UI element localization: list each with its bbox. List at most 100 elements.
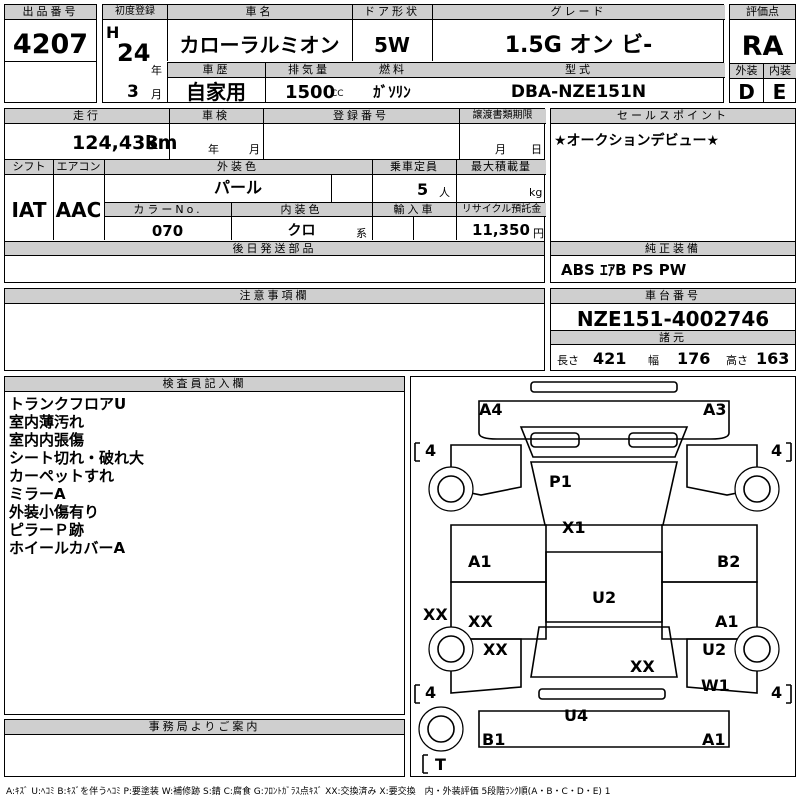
tire-rear-left: 4 — [425, 683, 437, 702]
inspection-month-unit: 月 — [249, 143, 260, 156]
import-label: 輸入車 — [373, 203, 456, 217]
chassis-label: 車台番号 — [551, 289, 795, 304]
damage-mark: P1 — [549, 472, 572, 491]
inspector-note: 室内内張傷 — [9, 431, 85, 449]
ac: AAC — [55, 198, 102, 222]
damage-mark: W1 — [701, 676, 730, 695]
car-outline-diagram — [414, 381, 792, 774]
inspector-box: 検査員記入欄 トランクフロアU 室内薄汚れ 室内内張傷 シート切れ・破れ大 カー… — [4, 376, 405, 715]
first-reg-label: 初度登録 — [103, 5, 167, 20]
sales-point: ★オークションデビュー★ — [554, 133, 720, 149]
vehicle-info-box: 初度登録 車名 ドア形状 グレード H 24 年 カローラルミオン 5W 1.5… — [102, 4, 725, 103]
transfer-label: 譲渡書類期限 — [459, 109, 546, 124]
inspector-note: 室内薄汚れ — [9, 413, 85, 431]
lot-number-label: 出品番号 — [5, 5, 96, 20]
yen-unit: 円 — [533, 227, 544, 240]
damage-mark: B1 — [482, 730, 506, 749]
damage-mark: A4 — [479, 400, 503, 419]
damage-mark: XX — [423, 605, 448, 624]
series-unit: 系 — [356, 227, 367, 240]
transfer-day-unit: 日 — [531, 143, 542, 156]
recycle-label: リサイクル預託金 — [457, 203, 546, 217]
sales-point-box: セールスポイント ★オークションデビュー★ 純正装備 ABS ｴｱB PS PW — [550, 108, 796, 283]
int-grade: E — [772, 80, 787, 104]
score-label: 評価点 — [730, 5, 795, 20]
spec-label: 諸元 — [551, 331, 795, 345]
cc-unit: CC — [331, 89, 344, 99]
notice-box: 注意事項欄 — [4, 288, 545, 371]
mileage: 124,433 — [72, 132, 159, 154]
tire-spare: T — [435, 755, 446, 774]
inspector-note: 外装小傷有り — [9, 503, 100, 521]
lot-number-box: 出品番号 4207 — [4, 4, 97, 103]
door: 5W — [374, 33, 410, 57]
reg-month: 3 — [127, 82, 139, 102]
equipment-label: 純正装備 — [551, 242, 795, 256]
load-label: 最大積載量 — [456, 160, 546, 175]
ext-label: 外装 — [730, 64, 763, 79]
damage-mark: A1 — [468, 552, 492, 571]
tire-front-right: 4 — [771, 441, 783, 460]
office-box: 事務局よりご案内 — [4, 719, 405, 777]
inspector-note: ミラーA — [9, 485, 66, 503]
door-label: ドア形状 — [352, 5, 432, 20]
score: RA — [741, 31, 784, 62]
width-label: 幅 — [648, 354, 659, 367]
car-name: カローラルミオン — [179, 33, 340, 57]
inspection-label: 車検 — [169, 109, 263, 124]
color-no: 070 — [151, 222, 184, 240]
damage-mark: U2 — [592, 588, 617, 607]
fuel-label: 燃料 — [353, 63, 433, 78]
kg-unit: kg — [529, 186, 543, 199]
history-label: 車歴 — [168, 63, 265, 78]
inspector-note: ホイールカバーA — [9, 539, 126, 557]
damage-mark: A1 — [715, 612, 739, 631]
capacity-label: 乗車定員 — [372, 160, 456, 175]
damage-mark: XX — [630, 657, 655, 676]
ext-grade: D — [738, 80, 755, 104]
interior-color: クロ — [287, 223, 316, 239]
tire-rear-right: 4 — [771, 683, 783, 702]
month-unit: 月 — [151, 88, 162, 101]
damage-mark: U4 — [564, 706, 589, 725]
mileage-label: 走行 — [5, 109, 169, 124]
length-label: 長さ — [557, 354, 579, 367]
notice-label: 注意事項欄 — [5, 289, 544, 304]
model: DBA-NZE151N — [510, 82, 647, 102]
int-label: 内装 — [763, 64, 796, 79]
reg-year: 24 — [117, 39, 151, 67]
equipment: ABS ｴｱB PS PW — [561, 261, 687, 279]
grade: 1.5G オン ビ- — [504, 33, 653, 58]
inspection-year-unit: 年 — [208, 143, 219, 156]
damage-mark: A1 — [702, 730, 726, 749]
damage-diagram: A4 A3 P1 X1 A1 B2 U2 XX XX A1 XX U2 XX W… — [410, 376, 796, 777]
sales-point-label: セールスポイント — [551, 109, 795, 124]
inspector-note: ピラーＰ跡 — [9, 521, 85, 539]
year-unit: 年 — [151, 64, 162, 77]
legend: A:ｷｽﾞ U:ﾍｺﾐ B:ｷｽﾞを伴うﾍｺﾐ P:要塗装 W:補修跡 S:錆 … — [6, 787, 611, 797]
displacement: 1500 — [285, 82, 336, 103]
damage-mark: XX — [468, 612, 493, 631]
shift: IAT — [11, 198, 47, 222]
damage-mark: A3 — [703, 400, 727, 419]
width: 176 — [677, 349, 711, 368]
km-unit: km — [145, 132, 178, 154]
damage-mark: X1 — [562, 518, 586, 537]
damage-mark: U2 — [702, 640, 727, 659]
chassis-number: NZE151-4002746 — [576, 307, 770, 331]
tire-front-left: 4 — [425, 441, 437, 460]
inspector-notes: トランクフロアU 室内薄汚れ 室内内張傷 シート切れ・破れ大 カーペットすれ ミ… — [9, 395, 144, 557]
color: パール — [213, 178, 262, 197]
details-box: 走行 車検 登録番号 譲渡書類期限 124,433 km 年 月 月 日 シフト… — [4, 108, 546, 283]
office-label: 事務局よりご案内 — [5, 720, 404, 735]
later-parts-label: 後日発送部品 — [5, 242, 544, 256]
color-label: 外装色 — [104, 160, 372, 175]
inspector-note: トランクフロアU — [9, 395, 127, 413]
person-unit: 人 — [439, 186, 450, 199]
era: H — [106, 23, 120, 42]
displacement-label: 排気量 — [265, 63, 353, 78]
transfer-month-unit: 月 — [495, 143, 506, 156]
lot-number: 4207 — [12, 29, 89, 60]
fuel: ｶﾞｿﾘﾝ — [373, 83, 411, 101]
ac-label: エアコン — [53, 160, 104, 175]
